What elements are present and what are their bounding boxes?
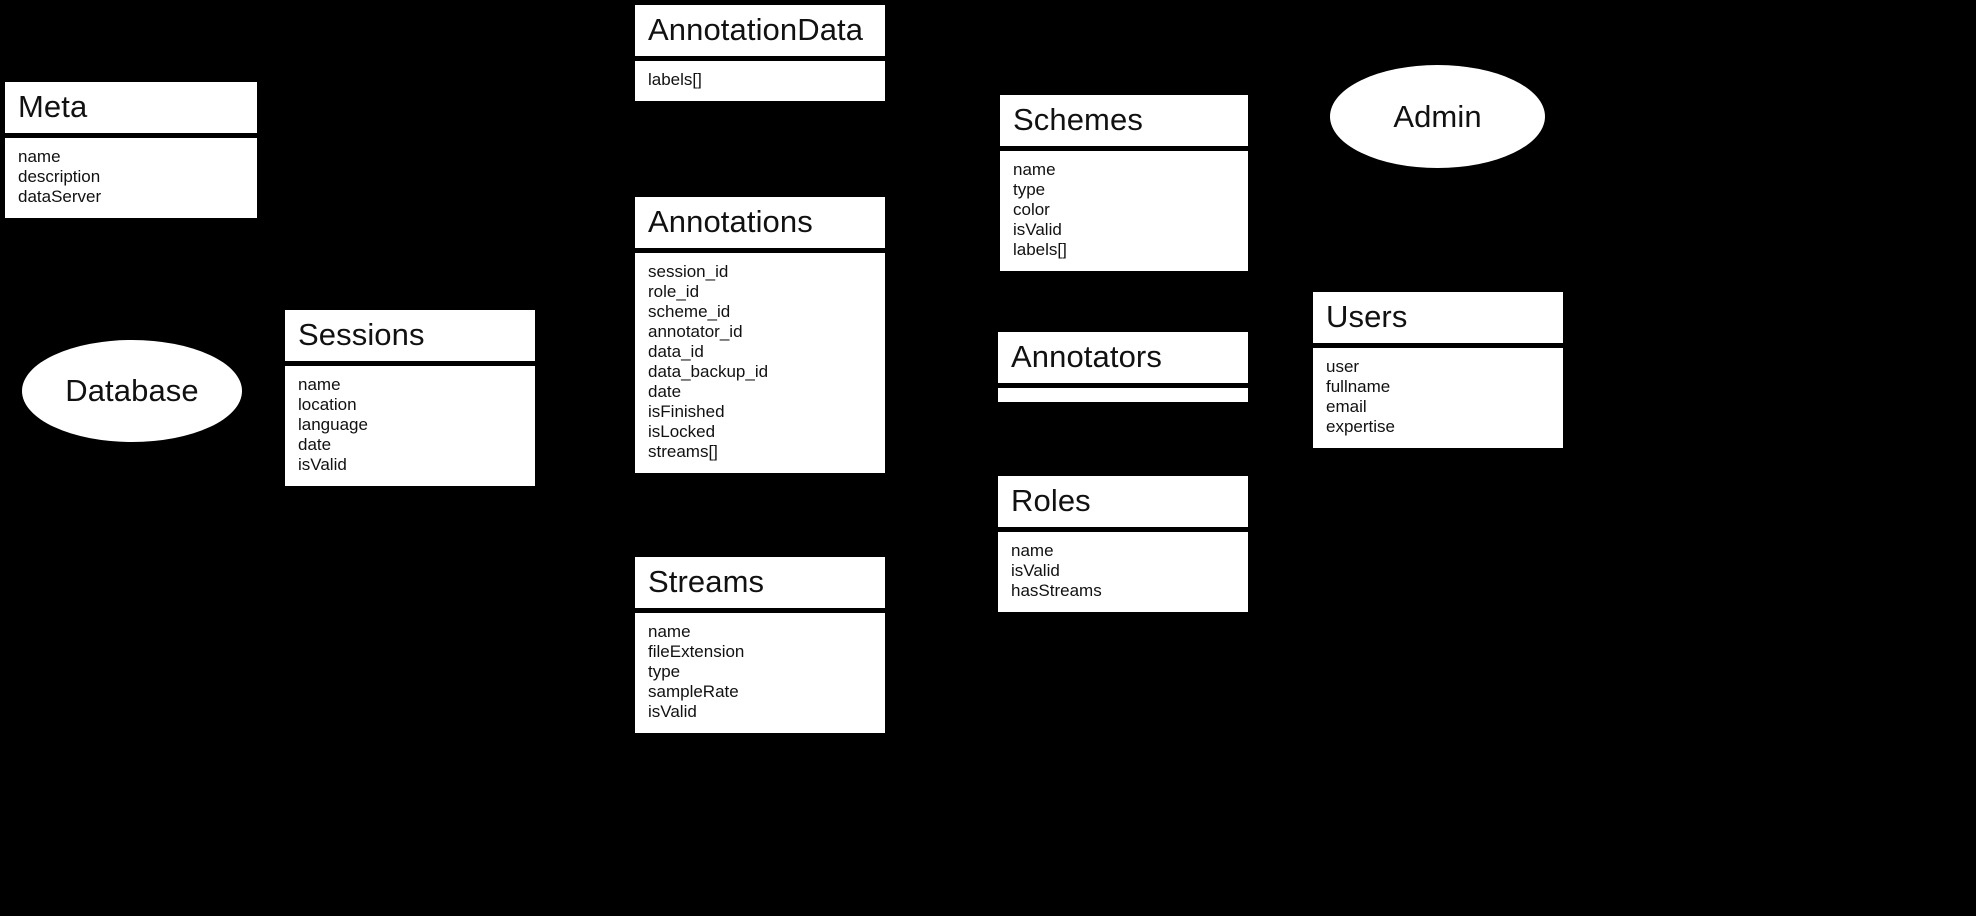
field-item: type [1013, 180, 1046, 199]
entity-sessions[interactable]: Sessions name location language date isV… [285, 310, 535, 486]
field-item: hasStreams [1011, 581, 1102, 600]
entity-annotationdata-title: AnnotationData [635, 5, 885, 61]
field-item: labels[] [648, 70, 702, 89]
entity-streams-fields: name fileExtension type sampleRate isVal… [635, 613, 885, 733]
node-admin[interactable]: Admin [1330, 65, 1545, 168]
entity-annotators[interactable]: Annotators [998, 332, 1248, 402]
field-item: streams[] [648, 442, 718, 461]
entity-annotators-title: Annotators [998, 332, 1248, 388]
field-item: name [1011, 541, 1054, 560]
field-item: name [18, 147, 61, 166]
field-item: name [298, 375, 341, 394]
entity-meta-fields: name description dataServer [5, 138, 257, 218]
field-item: location [298, 395, 357, 414]
field-item: name [648, 622, 691, 641]
field-item: isValid [1013, 220, 1062, 239]
field-item: isLocked [648, 422, 716, 441]
field-item: date [298, 435, 332, 454]
entity-roles[interactable]: Roles name isValid hasStreams [998, 476, 1248, 612]
entity-schemes-title: Schemes [1000, 95, 1248, 151]
field-item: language [298, 415, 368, 434]
field-item: dataServer [18, 187, 102, 206]
field-item: email [1326, 397, 1367, 416]
entity-annotations-fields: session_id role_id scheme_id annotator_i… [635, 253, 885, 473]
entity-streams[interactable]: Streams name fileExtension type sampleRa… [635, 557, 885, 733]
field-item: data_backup_id [648, 362, 769, 381]
entity-roles-fields: name isValid hasStreams [998, 532, 1248, 612]
node-admin-label: Admin [1393, 98, 1482, 134]
entity-annotators-fields [998, 388, 1248, 402]
entity-annotations-title: Annotations [635, 197, 885, 253]
field-item: role_id [648, 282, 700, 301]
field-item: expertise [1326, 417, 1395, 436]
entity-annotations[interactable]: Annotations session_id role_id scheme_id… [635, 197, 885, 473]
field-item: scheme_id [648, 302, 731, 321]
field-item: data_id [648, 342, 704, 361]
entity-annotationdata[interactable]: AnnotationData labels[] [635, 5, 885, 101]
entity-schemes-fields: name type color isValid labels[] [1000, 151, 1248, 271]
field-item: labels[] [1013, 240, 1067, 259]
entity-meta-title: Meta [5, 82, 257, 138]
entity-meta[interactable]: Meta name description dataServer [5, 82, 257, 218]
field-item: annotator_id [648, 322, 743, 341]
field-item: user [1326, 357, 1360, 376]
field-item: sampleRate [648, 682, 739, 701]
entity-schemes[interactable]: Schemes name type color isValid labels[] [1000, 95, 1248, 271]
field-item: isFinished [648, 402, 725, 421]
entity-users[interactable]: Users user fullname email expertise [1313, 292, 1563, 448]
entity-users-title: Users [1313, 292, 1563, 348]
entity-annotationdata-fields: labels[] [635, 61, 885, 101]
field-item: fileExtension [648, 642, 745, 661]
entity-roles-title: Roles [998, 476, 1248, 532]
entity-sessions-fields: name location language date isValid [285, 366, 535, 486]
field-item: isValid [298, 455, 347, 474]
field-item: session_id [648, 262, 729, 281]
node-database[interactable]: Database [22, 340, 242, 442]
field-item: description [18, 167, 101, 186]
field-item: fullname [1326, 377, 1391, 396]
field-item: isValid [648, 702, 697, 721]
field-item: type [648, 662, 681, 681]
entity-users-fields: user fullname email expertise [1313, 348, 1563, 448]
node-database-label: Database [65, 373, 199, 408]
entity-sessions-title: Sessions [285, 310, 535, 366]
field-item: color [1013, 200, 1050, 219]
field-item: isValid [1011, 561, 1060, 580]
field-item: name [1013, 160, 1056, 179]
entity-streams-title: Streams [635, 557, 885, 613]
field-item: date [648, 382, 682, 401]
